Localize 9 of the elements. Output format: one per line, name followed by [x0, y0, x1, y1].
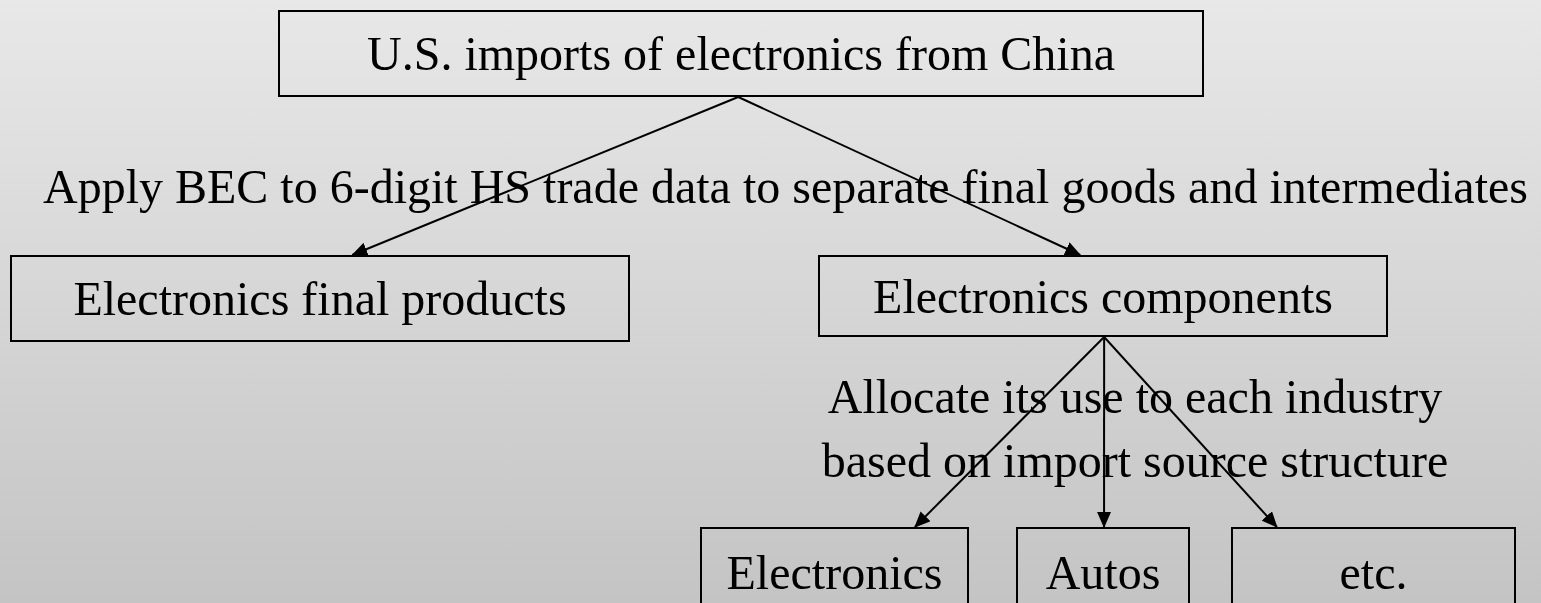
process-box: Electronics components [818, 255, 1388, 337]
process-box: Autos [1016, 527, 1190, 603]
arrow [737, 96, 1082, 256]
process-box: etc. [1231, 527, 1516, 603]
process-box: Electronics [700, 527, 969, 603]
arrow [351, 96, 740, 256]
process-box: U.S. imports of electronics from China [278, 10, 1204, 97]
process-box: Electronics final products [10, 255, 630, 342]
arrow [1097, 336, 1112, 528]
